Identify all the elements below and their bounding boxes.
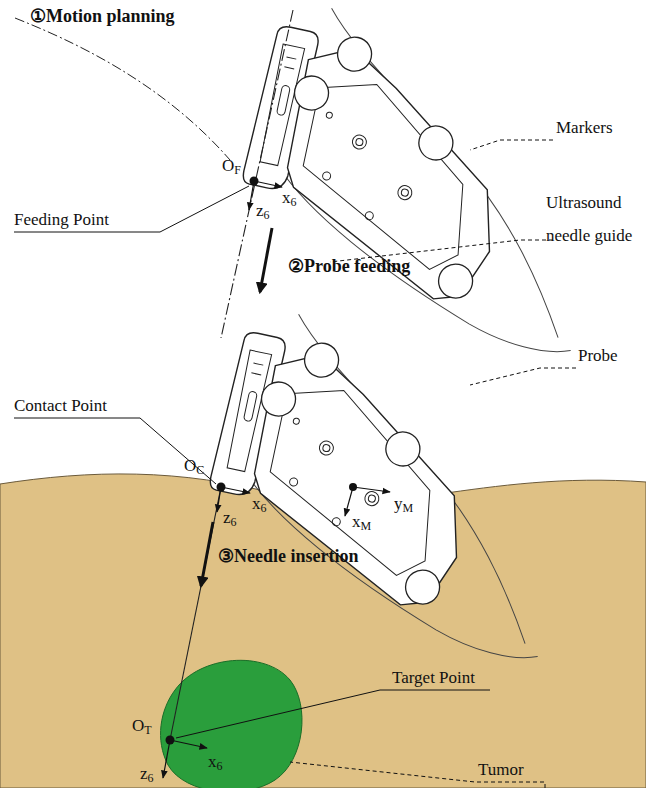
axis-label: xM xyxy=(352,512,371,532)
axis-label: x6 xyxy=(252,494,267,514)
axis-label: yM xyxy=(394,494,413,514)
axis-label: z6 xyxy=(256,201,270,221)
step-label: ③Needle insertion xyxy=(218,546,358,567)
axis-label: x6 xyxy=(282,188,297,208)
frame-origin: OF xyxy=(222,156,241,176)
step-label: ②Probe feeding xyxy=(288,256,410,277)
part-label: Probe xyxy=(578,346,618,366)
part-label: Tumor xyxy=(478,760,524,780)
frame-origin: OT xyxy=(132,716,152,736)
axis-label: z6 xyxy=(140,764,154,784)
step-label: ①Motion planning xyxy=(30,6,175,27)
axis-label: x6 xyxy=(208,752,223,772)
point-label: Feeding Point xyxy=(14,210,109,230)
axis-label: z6 xyxy=(223,508,237,528)
frame-origin: OC xyxy=(184,456,204,476)
point-label: Contact Point xyxy=(14,396,107,416)
part-label: Markers xyxy=(556,118,613,138)
part-label: Ultrasound needle guide xyxy=(546,186,642,252)
point-label: Target Point xyxy=(392,668,475,688)
